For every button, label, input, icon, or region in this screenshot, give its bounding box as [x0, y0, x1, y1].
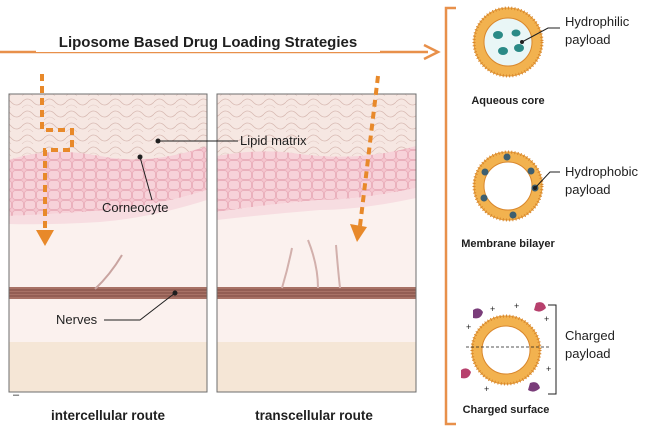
label-lipid-matrix: Lipid matrix — [240, 133, 307, 148]
callout-lipid-matrix — [155, 138, 238, 144]
nerve-right — [217, 239, 416, 299]
label-corneocyte: Corneocyte — [102, 200, 168, 215]
callout-corneocyte — [137, 154, 153, 201]
charge-signs: + + + + + + — [466, 301, 551, 394]
svg-text:+: + — [466, 322, 471, 332]
title-backdrop — [36, 30, 380, 52]
transcellular-panel — [217, 94, 416, 392]
hydrophobic-payload-markers — [480, 153, 539, 219]
bracket — [444, 6, 456, 426]
liposome-membrane-bilayer — [472, 150, 560, 222]
liposome-3-payload-line2: payload — [565, 346, 611, 361]
liposome-2-payload-line1: Hydrophobic — [565, 164, 638, 179]
liposome-3-label: Charged surface — [463, 404, 550, 416]
hydrophilic-payload-markers — [493, 29, 524, 55]
liposome-2-payload-line2: payload — [565, 182, 611, 197]
liposome-2-label: Membrane bilayer — [461, 238, 555, 250]
liposome-aqueous-core — [472, 6, 560, 78]
intercellular-arrow — [36, 74, 74, 246]
intercellular-panel-frame — [8, 93, 208, 393]
caption-intercellular: intercellular route — [51, 408, 166, 423]
liposome-1-payload-line1: Hydrophilic — [565, 14, 630, 29]
svg-text:+: + — [544, 314, 549, 324]
liposome-3-payload-line1: Charged — [565, 328, 615, 343]
transcellular-panel-frame — [216, 93, 417, 393]
label-nerves: Nerves — [56, 312, 98, 327]
liposome-1-label: Aqueous core — [471, 95, 544, 107]
liposome-charged-surface: + + + + + + — [461, 301, 557, 395]
svg-text:+: + — [490, 304, 495, 314]
callout-nerves — [104, 290, 178, 321]
caption-transcellular: transcellular route — [255, 408, 373, 423]
charged-payload-markers — [461, 302, 546, 392]
figure-title: Liposome Based Drug Loading Strategies — [59, 34, 357, 51]
intercellular-panel — [9, 94, 207, 392]
transcellular-arrow — [350, 75, 380, 242]
svg-text:+: + — [484, 384, 489, 394]
svg-text:+: + — [546, 364, 551, 374]
liposome-1-payload-line2: payload — [565, 32, 611, 47]
scale-mark: – — [13, 389, 20, 401]
svg-text:+: + — [514, 301, 519, 311]
